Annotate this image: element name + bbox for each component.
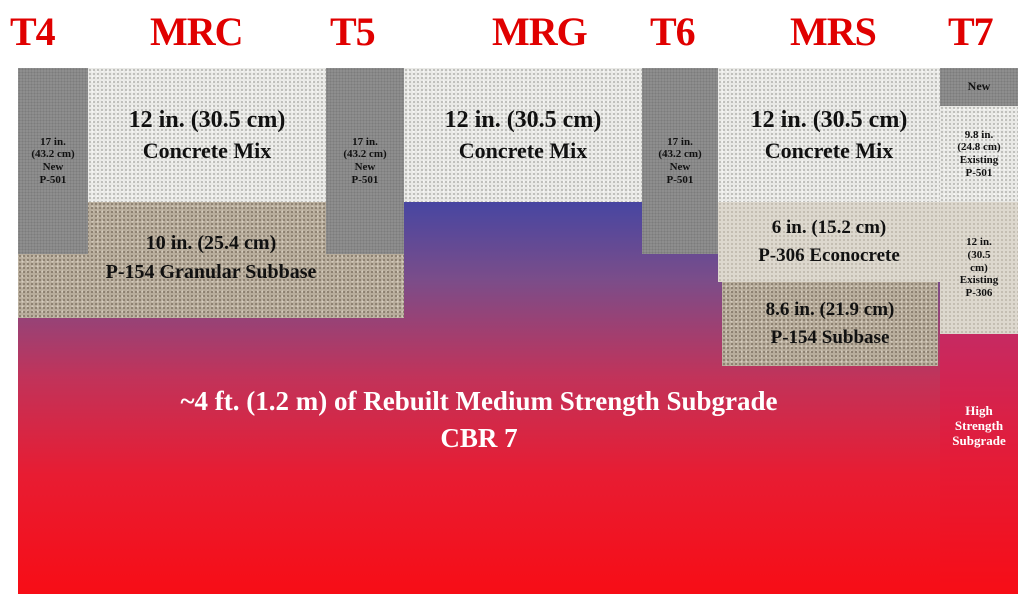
t5-thickness: 17 in. (352, 135, 378, 148)
header-t4: T4 (10, 9, 56, 54)
t7-p306-status: Existing (959, 274, 999, 287)
t7-p501-material: P-501 (965, 166, 993, 179)
mrc-concrete-thickness: 12 in. (30.5 cm) (128, 106, 286, 133)
t5-thickness-metric: (43.2 cm) (343, 148, 387, 161)
mrc-concrete-layer: 12 in. (30.5 cm) Concrete Mix (88, 68, 326, 202)
t7-subgrade-line2: Strength (954, 417, 1004, 433)
t7-existing-p501-layer: 9.8 in. (24.8 cm) Existing P-501 (940, 106, 1018, 202)
mrs-concrete-thickness: 12 in. (30.5 cm) (750, 106, 908, 133)
t6-thickness-metric: (43.2 cm) (658, 148, 702, 161)
t7-p306-thickness: 12 in. (966, 236, 992, 249)
mrs-concrete-layer: 12 in. (30.5 cm) Concrete Mix (718, 68, 940, 202)
t7-p501-status: Existing (959, 154, 999, 166)
mrs-econocrete-label: P-306 Econocrete (758, 245, 900, 266)
t7-p501-thickness-metric: (24.8 cm) (957, 141, 1001, 154)
mrs-concrete-label: Concrete Mix (764, 138, 894, 164)
t4-thickness-metric: (43.2 cm) (31, 148, 75, 161)
t7-new-label: New (967, 79, 991, 94)
t6-material: P-501 (666, 173, 694, 186)
subgrade-line1: ~4 ft. (1.2 m) of Rebuilt Medium Strengt… (180, 386, 778, 416)
header-t6: T6 (650, 9, 696, 54)
t7-p306-thickness-unit: cm) (970, 261, 988, 274)
mrs-econocrete-layer: 6 in. (15.2 cm) P-306 Econocrete (718, 202, 940, 282)
header-mrs: MRS (790, 9, 877, 54)
mrc-subbase-thickness: 10 in. (25.4 cm) (145, 232, 277, 254)
t7-p501-thickness: 9.8 in. (964, 128, 994, 141)
t4-thickness: 17 in. (40, 135, 66, 148)
t5-p501-layer: 17 in. (43.2 cm) New P-501 (326, 68, 404, 254)
mrg-concrete-label: Concrete Mix (458, 138, 588, 164)
header-t5: T5 (330, 9, 376, 54)
mrg-concrete-layer: 12 in. (30.5 cm) Concrete Mix (404, 68, 642, 202)
t7-p306-material: P-306 (965, 286, 993, 299)
subgrade-line2: CBR 7 (440, 423, 518, 454)
t4-material: P-501 (39, 173, 67, 186)
mrs-econocrete-thickness: 6 in. (15.2 cm) (771, 217, 887, 239)
t6-p501-layer: 17 in. (43.2 cm) New P-501 (642, 68, 718, 254)
t6-status: New (669, 161, 691, 173)
header-t7: T7 (948, 9, 994, 54)
mrs-subbase-label: P-154 Subbase (770, 327, 890, 348)
t7-p306-thickness-metric: (30.5 (967, 249, 991, 262)
mrc-concrete-label: Concrete Mix (142, 138, 272, 164)
t7-subgrade-line3: Subgrade (952, 432, 1006, 448)
t7-existing-p306-layer: 12 in. (30.5 cm) Existing P-306 (940, 202, 1018, 334)
mrs-subbase-thickness: 8.6 in. (21.9 cm) (765, 299, 895, 321)
header-mrc: MRC (150, 9, 244, 54)
header-mrg: MRG (492, 9, 588, 54)
t6-thickness: 17 in. (667, 135, 693, 148)
mrs-subbase-layer: 8.6 in. (21.9 cm) P-154 Subbase (722, 282, 938, 366)
mrg-concrete-thickness: 12 in. (30.5 cm) (444, 106, 602, 133)
t5-status: New (354, 161, 376, 173)
t7-subgrade-layer: High Strength Subgrade (940, 334, 1018, 594)
t7-subgrade-line1: High (965, 403, 993, 418)
t7-new-layer: New (940, 68, 1018, 106)
mrc-subbase-label: P-154 Granular Subbase (105, 261, 317, 283)
t4-p501-layer: 17 in. (43.2 cm) New P-501 (18, 68, 88, 254)
t4-status: New (42, 161, 64, 173)
t5-material: P-501 (351, 173, 379, 186)
